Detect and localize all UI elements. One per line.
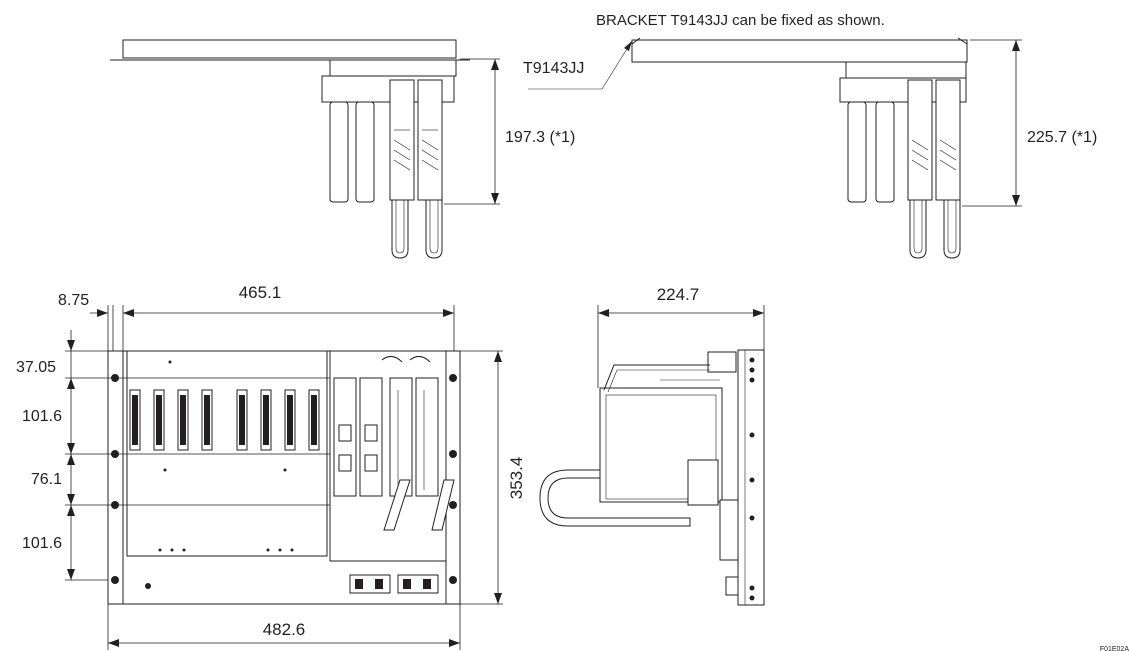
height-label-right: 225.7 (*1) <box>1027 129 1097 146</box>
inner-width-label: 465.1 <box>239 283 282 302</box>
card-slots <box>129 389 320 451</box>
bracket-callout: T9143JJ <box>523 60 584 77</box>
figure-id: F01E02A <box>1100 646 1129 651</box>
outer-width-label: 482.6 <box>263 620 306 639</box>
row-label-1: 37.05 <box>16 359 56 376</box>
row-label-2: 101.6 <box>22 408 62 425</box>
depth-label: 224.7 <box>657 285 700 304</box>
bracket-note: BRACKET T9143JJ can be fixed as shown. <box>596 12 885 29</box>
side-offset-label: 8.75 <box>58 292 89 309</box>
top-view-left <box>110 39 500 259</box>
front-view <box>65 305 503 650</box>
side-view <box>539 305 765 606</box>
row-label-4: 101.6 <box>22 535 62 552</box>
row-label-3: 76.1 <box>31 471 62 488</box>
top-view-right <box>528 37 1022 259</box>
height-label-left: 197.3 (*1) <box>505 129 575 146</box>
total-height-label: 353.4 <box>507 457 526 500</box>
